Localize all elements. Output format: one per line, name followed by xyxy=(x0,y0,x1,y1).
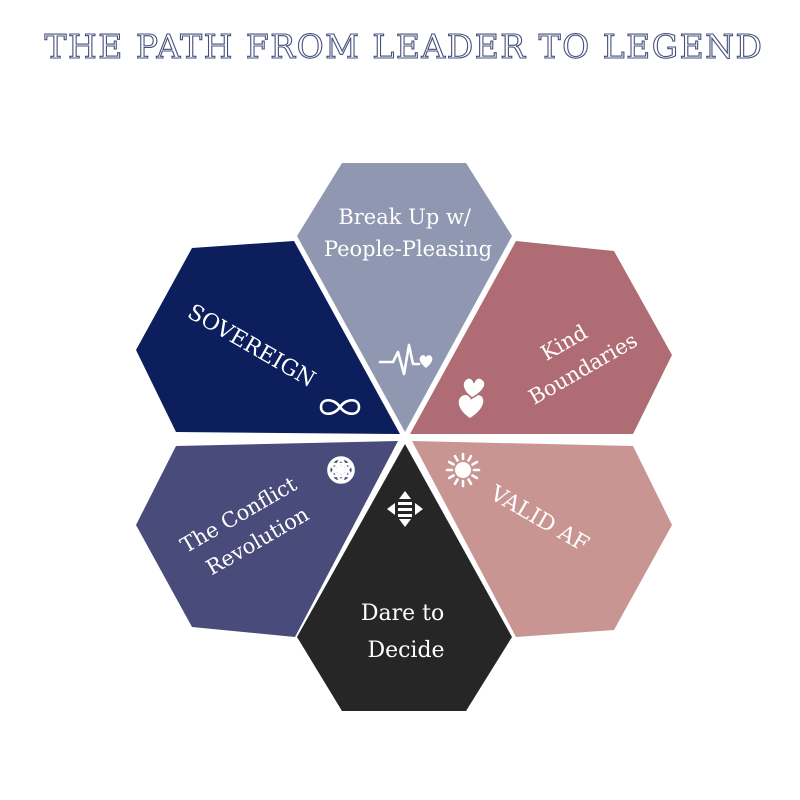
petal-dare-to-decide: Dare to Decide xyxy=(297,444,512,711)
sun-icon xyxy=(445,452,481,488)
petal-kind-boundaries: Kind Boundaries xyxy=(410,241,672,434)
petal-dare-to-decide-shape xyxy=(297,444,512,711)
petal-people-pleasing-shape xyxy=(297,163,512,432)
heartbeat-icon xyxy=(378,343,433,376)
infinity-icon xyxy=(319,398,361,416)
petal-sovereign: SOVEREIGN xyxy=(136,241,400,434)
sun-ray xyxy=(453,478,459,486)
petal-people-pleasing-label: Break Up w/ People-Pleasing xyxy=(324,205,492,261)
petal-dare-to-decide-label: Dare to Decide xyxy=(361,601,451,663)
sun-ray xyxy=(453,454,459,462)
petal-valid-af-shape xyxy=(412,441,672,637)
sun-ray xyxy=(471,460,479,466)
petal-sovereign-shape xyxy=(136,241,400,434)
sun-ray xyxy=(471,474,479,480)
petal-valid-af: VALID AF xyxy=(412,441,672,637)
sun-ray xyxy=(467,478,473,486)
petal-people-pleasing: Break Up w/ People-Pleasing xyxy=(297,163,512,432)
arrows-menu-icon xyxy=(387,491,423,527)
hearts-icon xyxy=(458,377,486,418)
flower-of-life-icon xyxy=(327,456,355,484)
sun-ray xyxy=(447,474,455,480)
petal-people-pleasing-line-2: People-Pleasing xyxy=(324,237,492,261)
petal-dare-to-decide-line-2: Decide xyxy=(367,638,444,663)
petal-dare-to-decide-line-1: Dare to xyxy=(361,601,444,626)
diagram-title: THE PATH FROM LEADER TO LEGEND xyxy=(45,27,764,66)
sun-ray xyxy=(467,454,473,462)
petal-conflict-revolution-shape xyxy=(136,441,398,637)
petal-conflict-revolution: The Conflict Revolution xyxy=(136,441,398,637)
sun-ray xyxy=(447,460,455,466)
flower-circle xyxy=(327,456,355,484)
petal-people-pleasing-line-1: Break Up w/ xyxy=(338,205,472,229)
